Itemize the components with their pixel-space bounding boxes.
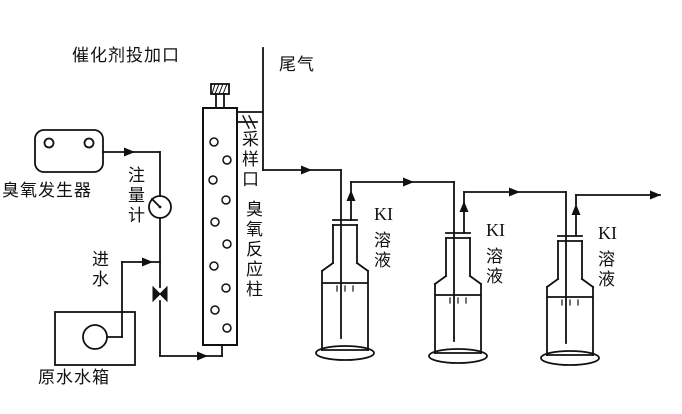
reaction-column-label: 臭氧反应柱 — [243, 200, 262, 300]
bottle-base — [315, 345, 375, 361]
generator-output-pipe — [102, 147, 161, 157]
ki-reagent-label-1: KI — [374, 204, 393, 224]
arrow-up-icon — [346, 190, 356, 201]
reaction-column-device — [202, 83, 238, 346]
valve-icon — [152, 285, 168, 357]
sampling-port-stub — [236, 115, 258, 129]
ki-solution-label-2: 溶液 — [483, 247, 502, 287]
bottle-base — [428, 348, 488, 364]
ozone-generator-label: 臭氧发生器 — [2, 181, 92, 200]
arrow-right-icon — [197, 351, 208, 361]
ozone-generator-device — [34, 129, 104, 173]
arrow-right-icon — [142, 257, 153, 267]
water-inlet-pipe — [106, 257, 161, 338]
arrow-right-icon — [509, 187, 520, 197]
ki-solution-label-3: 溶液 — [595, 250, 614, 290]
bubbles — [208, 137, 232, 333]
bottle-base — [540, 350, 600, 366]
final-outlet-pipe — [575, 190, 661, 200]
ki-bottle-1 — [315, 169, 375, 361]
bottle1-to-bottle2-pipe — [350, 177, 455, 187]
ki-solution-label-1: 溶液 — [371, 231, 390, 271]
pump-icon — [82, 324, 108, 350]
ki-reagent-label-3: KI — [598, 223, 617, 243]
ki-bottle-2 — [428, 181, 488, 364]
raw-water-tank-label: 原水水箱 — [38, 368, 110, 387]
catalyst-inlet-port — [210, 83, 230, 109]
flow-meter-label: 注量计 — [125, 166, 144, 226]
sampling-port-label: 采样口 — [239, 130, 258, 190]
arrow-right-icon — [650, 190, 661, 200]
bottle2-to-bottle3-pipe — [463, 187, 567, 197]
ki-reagent-label-2: KI — [486, 220, 505, 240]
arrow-right-icon — [124, 147, 135, 157]
column-feed-pipe — [159, 344, 223, 361]
raw-water-tank-device — [54, 311, 136, 366]
arrow-right-icon — [403, 177, 414, 187]
tail-gas-pipe — [236, 47, 342, 175]
ki-bottle-3 — [540, 191, 600, 366]
water-inlet-label: 进水 — [89, 250, 108, 290]
arrow-up-icon — [459, 201, 469, 212]
arrow-up-icon — [571, 204, 581, 215]
tail-gas-label: 尾气 — [279, 55, 315, 74]
catalyst-port-label: 催化剂投加口 — [72, 46, 180, 65]
arrow-right-icon — [301, 165, 312, 175]
flow-meter-device — [148, 151, 172, 288]
